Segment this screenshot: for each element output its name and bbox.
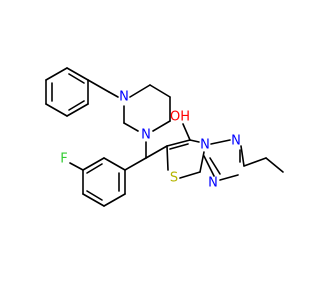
benzyl-ch2-bond	[87, 79, 110, 93]
atom-n-triazole-bridge: N	[200, 138, 210, 153]
thiazole-ring	[166, 139, 205, 179]
atom-n-piperazine-top: N	[119, 90, 129, 105]
atom-n-triazole-bottom: N	[208, 176, 218, 191]
ethyl-bond-1	[243, 157, 267, 167]
c-f-bond	[69, 162, 84, 171]
piperazine-ring	[123, 84, 171, 132]
ethyl-bond-2	[265, 157, 284, 173]
atom-n-triazole-top: N	[231, 134, 241, 149]
molecule-svg: N N OH S F N N N	[45, 67, 284, 207]
atom-s: S	[170, 171, 178, 186]
atom-f: F	[60, 152, 67, 167]
triazole-ring	[203, 139, 245, 181]
molecule-structure-diagram: N N OH S F N N N	[45, 67, 284, 207]
ch-to-fluorophenyl-bond	[124, 157, 147, 171]
atom-oh: OH	[170, 110, 190, 125]
ch2-n-bond	[108, 91, 119, 98]
c-oh-bond	[182, 123, 191, 141]
ch-to-thiazole-bond	[145, 145, 168, 159]
fluorophenyl-ring	[82, 157, 126, 207]
benzyl-phenyl-ring	[45, 67, 89, 117]
atom-n-piperazine-bottom: N	[141, 128, 151, 143]
